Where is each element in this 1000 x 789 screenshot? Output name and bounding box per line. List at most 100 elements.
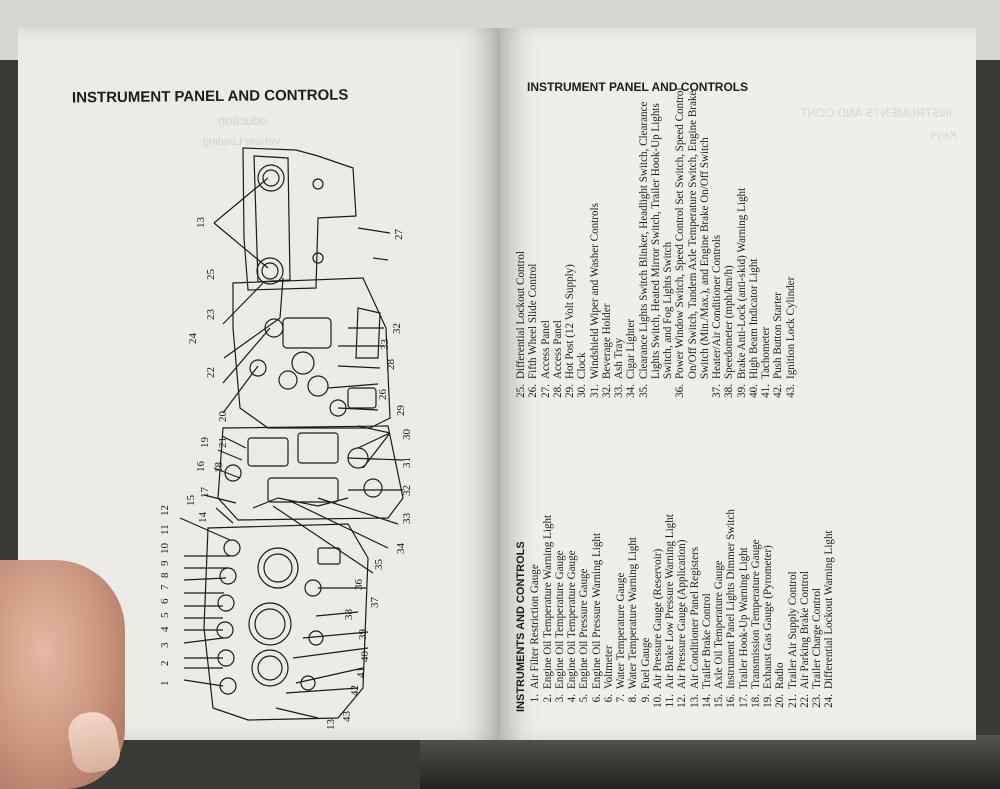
legend-item-text: Engine Oil Temperature Gauge [553,550,566,689]
legend-item: 2.Engine Oil Temperature Warning Light [542,412,554,712]
legend-item: 7.Water Temperature Gauge [615,412,627,712]
callout-14: 14 [197,512,209,524]
legend-item-text: Windshield Wiper and Washer Controls [588,203,601,379]
legend-item: 37.Heater/Air Conditioner Controls [711,72,723,402]
legend-item-text: Air Conditioner Panel Registers [688,546,701,689]
legend-item: 33. Ash Tray [613,72,625,402]
legend-item-number: 12. [676,694,689,708]
callout-10: 10 [159,543,171,555]
callout-9: 9 [159,560,171,566]
callout-16: 16 [195,461,207,473]
callout-4: 4 [159,626,171,632]
callout-24: 24 [187,333,199,345]
legend-item: 20.Radio [774,412,786,712]
legend-item: 41.Tachometer [760,72,772,402]
callout-43: 43 [341,711,353,723]
legend-item: 25. Differential Lockout Control [515,72,527,402]
legend-item: 9.Fuel Gauge [640,412,652,712]
legend-item-number: 25. [515,384,527,398]
callout-31: 31 [401,457,413,468]
callout-21: 21 [217,437,229,448]
legend-item-number: 28. [551,384,564,398]
instrument-panel-diagram: 1 2 3 4 5 6 7 8 9 10 11 12 13 13 14 15 1… [159,147,413,730]
callout-36: 36 [353,579,365,591]
legend-item: 16.Instrument Panel Lights Dimmer Switch [725,412,737,712]
legend-item-number: 1. [529,694,542,703]
legend-item-number: 16. [725,694,738,708]
legend-item-number: 22. [798,694,811,708]
legend-item: 23.Trailer Charge Control [811,412,823,712]
callout-38: 38 [343,609,355,621]
legend-item: 31.Windshield Wiper and Washer Controls [589,72,601,402]
page-title: INSTRUMENT PANEL AND CONTROLS [527,80,749,94]
legend-item-text: Trailer Charge Control [811,587,823,689]
legend-item-text: Hot Post (12 Volt Supply) [564,264,576,379]
legend-item: 4.Engine Oil Temperature Gauge [566,412,578,712]
legend-item-number: 10. [651,694,664,708]
right-page: INSTRUMENTS AND CONT Keys INSTRUMENT PAN… [500,28,976,740]
legend-item-text: Air Brake Low Pressure Warning Light [664,514,676,689]
legend-item-number: 29. [564,384,576,398]
callout-27: 27 [393,229,405,241]
legend-item-number: 7. [615,694,627,703]
callout-1: 1 [159,681,171,687]
callout-35: 35 [373,559,385,571]
legend-item-number: 19. [762,694,774,708]
legend-item-number: 37. [711,384,723,398]
legend-item-text: Push Button Starter [772,292,785,379]
legend-item: 18.Transmission Temperature Gauge [750,412,762,712]
legend-item-text: Engine Oil Pressure Warning Light [590,532,603,689]
callout-25: 25 [205,269,217,281]
legend-item-number: 14. [700,694,713,708]
callout-32-top: 32 [391,323,403,334]
legend-item: 5.Engine Oil Pressure Gauge [578,412,590,712]
callout-30: 30 [401,429,413,441]
callout-29: 29 [395,405,407,417]
legend-item-text: Differential Lockout Warning Light [823,530,836,689]
legend-item-number: 6. [590,694,603,703]
callout-13-top: 13 [195,217,207,229]
legend-item: 15.Axle Oil Temperature Gauge [713,412,725,712]
legend-item-number: 39. [735,384,748,398]
legend-item-text: Water Temperature Warning Light [627,537,640,689]
legend-item-text: Air Pressure Gauge (Application) [676,539,689,689]
legend-item-text: Clock [576,352,589,380]
legend-item: 17.Trailer Hook-Up Warning Light [738,412,750,712]
legend-item-number: 17. [737,694,750,708]
legend-item-text: Axle Oil Temperature Gauge [713,560,725,689]
callout-3: 3 [159,642,171,648]
callout-28: 28 [385,359,397,371]
legend-title: INSTRUMENTS AND CONTROLS [515,541,527,712]
legend-item-text: Differential Lockout Control [515,251,527,379]
legend-item-text: Ash Tray [613,338,625,379]
legend-item: 6. Engine Oil Pressure Warning Light [591,412,603,712]
legend-item-text: Access Panel [539,320,552,379]
legend-item-number: 34. [625,384,638,398]
legend-item-text: Clearance Lights Switch Blinker, Headlig… [637,101,675,379]
callout-33-bottom: 33 [401,513,413,525]
callout-23: 23 [205,309,217,321]
legend-item-number: 40. [747,384,760,398]
legend-item: 22.Air Parking Brake Control [799,412,811,712]
legend-item-text: Brake Anti-Lock (anti-skid) Warning Ligh… [735,187,748,379]
legend-item-number: 33. [613,384,625,398]
legend-item-number: 36. [674,384,687,398]
legend-item-text: Engine Oil Pressure Gauge [578,568,591,689]
legend-item-number: 35. [637,384,650,398]
legend-item-number: 13. [688,694,701,708]
callout-40: 40 [359,651,371,663]
legend-item-number: 3. [553,694,566,703]
legend-item-number: 41. [760,384,772,398]
callout-17: 17 [199,487,211,499]
legend-item: 10. Air Pressure Gauge (Reservoir) [652,412,664,712]
legend-item: 12. Air Pressure Gauge (Application) [676,412,688,712]
callout-33-top: 33 [379,339,391,351]
controls-legend: INSTRUMENTS AND CONTROLS 1.Air Filter Re… [515,72,885,712]
legend-item: 27.Access Panel [540,72,552,402]
legend-item-text: Fuel Gauge [639,637,652,689]
legend-item: 14.Trailer Brake Control [701,412,713,712]
callout-7: 7 [159,584,171,590]
legend-item-text: Transmission Temperature Gauge [749,539,762,689]
legend-item-text: Air Pressure Gauge (Reservoir) [651,548,664,689]
legend-item: 40.High Beam Indicator Light [748,72,760,402]
